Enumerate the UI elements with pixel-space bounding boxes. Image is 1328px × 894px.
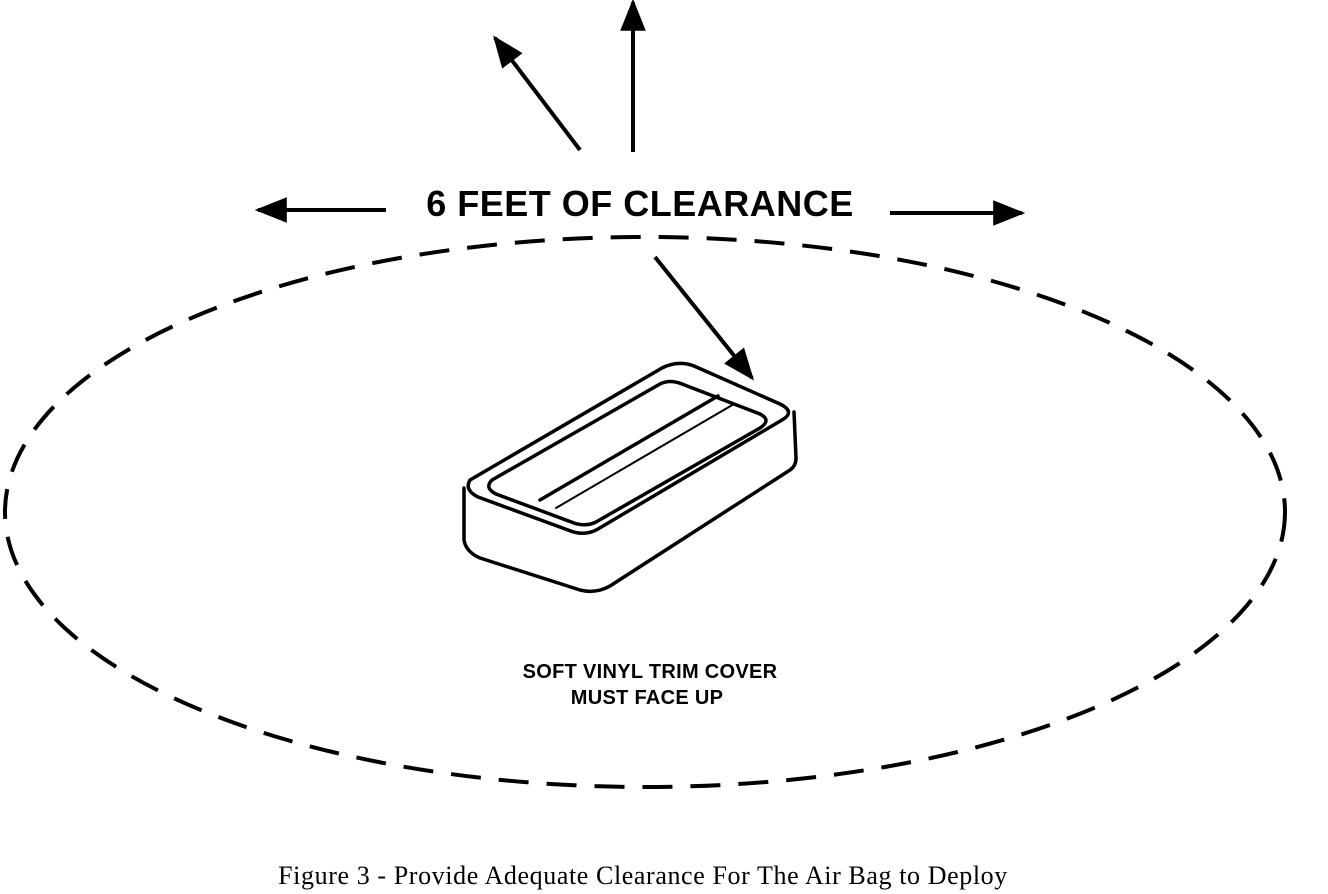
trim-cover-note-line2: MUST FACE UP xyxy=(571,687,724,709)
trim-cover-seam xyxy=(538,394,720,502)
module-top-outline xyxy=(466,361,791,535)
arrow-up-left xyxy=(493,35,582,152)
module-side-walls xyxy=(462,410,798,594)
trim-cover-outline xyxy=(487,379,768,527)
air-bag-module xyxy=(462,361,798,594)
figure-caption: Figure 3 - Provide Adequate Clearance Fo… xyxy=(278,861,1008,890)
trim-cover-seam-edge xyxy=(555,403,735,509)
trim-cover-note-line1: SOFT VINYL TRIM COVER xyxy=(523,661,778,683)
arrows-group xyxy=(254,0,1026,381)
arrow-to-module xyxy=(653,255,755,381)
clearance-zone-ellipse xyxy=(3,235,1287,789)
clearance-label: 6 FEET OF CLEARANCE xyxy=(426,183,854,224)
